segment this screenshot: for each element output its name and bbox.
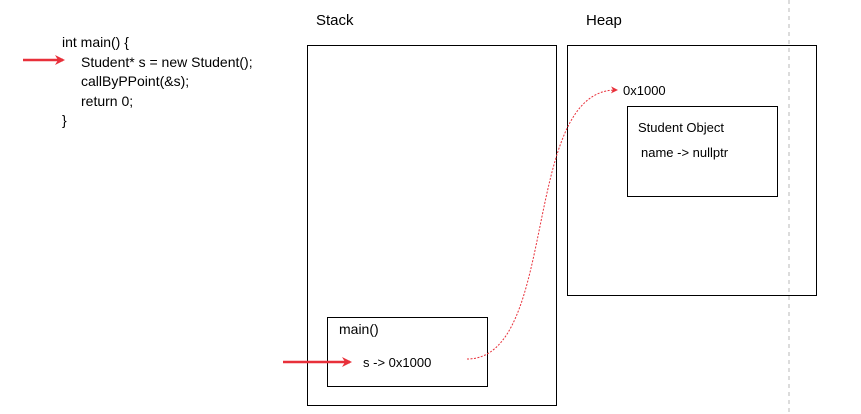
- student-object-field: name -> nullptr: [641, 145, 729, 160]
- stack-title: Stack: [316, 12, 354, 29]
- code-line-call: callByPPoint(&s);: [81, 73, 190, 89]
- code-line-close-brace: }: [62, 112, 67, 128]
- code-line-return: return 0;: [81, 92, 134, 109]
- heap-title: Heap: [586, 12, 622, 29]
- main-stack-frame: [327, 317, 488, 387]
- code-line-new-student: Student* s = new Student();: [81, 53, 253, 70]
- code-line-main: int main() {: [62, 34, 129, 50]
- heap-address-label: 0x1000: [623, 83, 666, 98]
- stack-variable-s: s -> 0x1000: [363, 355, 432, 370]
- student-object-box: [627, 106, 778, 197]
- code-listing: int main() { Student* s = new Student();…: [62, 33, 253, 131]
- main-frame-label: main(): [339, 321, 379, 337]
- student-object-title: Student Object: [638, 120, 724, 135]
